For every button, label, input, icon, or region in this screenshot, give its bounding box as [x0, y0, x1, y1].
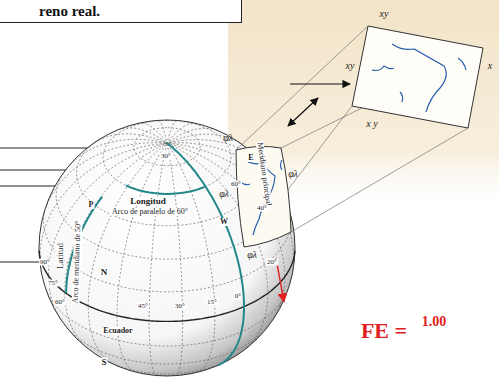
degree-mark: 15°	[206, 299, 218, 306]
meridian-line	[167, 143, 183, 376]
degree-mark: 75°	[47, 280, 59, 287]
prime-meridian	[167, 143, 244, 365]
globe-label: Ecuador	[102, 327, 133, 335]
direction-letter: W	[219, 218, 229, 226]
degree-mark: 60°	[230, 181, 242, 188]
meridian-line	[167, 143, 215, 372]
meridian-line	[65, 139, 167, 170]
degree-mark: 60°	[54, 299, 66, 306]
parallel-line	[77, 139, 258, 226]
meridian-line	[159, 120, 168, 143]
globe-label: Arco de meridiano de 50°	[72, 220, 83, 305]
parallel-line	[103, 121, 231, 194]
degree-mark: 90°	[39, 259, 51, 266]
box-text: reno real.	[39, 3, 100, 20]
globe	[39, 120, 295, 376]
plane-coordinate: xy	[380, 9, 389, 19]
globe-label: Meridiano principal	[255, 141, 272, 207]
sphere-coordinate: φλ	[247, 250, 257, 260]
degree-mark: 30°	[160, 153, 172, 160]
projection-line	[291, 128, 468, 232]
globe-label: Arco de paralelo de 60°	[111, 208, 189, 216]
parallel-arc	[126, 185, 205, 194]
degree-mark: 0°	[234, 293, 242, 300]
point-letter: P	[88, 201, 95, 209]
degree-mark: 45°	[137, 303, 149, 310]
degree-mark: 30°	[174, 303, 186, 310]
parallel-line	[106, 361, 227, 374]
direction-letter: E	[247, 154, 254, 162]
parchment-ground	[228, 0, 499, 215]
plane-coordinate: xy	[346, 61, 355, 71]
plane-coordinate: x	[488, 61, 492, 71]
globe-label: Latitud	[56, 242, 65, 270]
plane-map	[352, 26, 483, 128]
globe-grid	[39, 120, 295, 375]
plane-coordinate: x y	[366, 119, 377, 129]
direction-letter: S	[100, 358, 107, 367]
sphere-coordinate: φλ	[219, 189, 229, 199]
meridian-line	[167, 128, 217, 143]
meridian-line	[167, 123, 196, 143]
coastline	[372, 44, 466, 112]
meridian-line	[117, 143, 167, 372]
factor-value: 1.00	[422, 315, 447, 329]
factor-label: FE =	[361, 320, 407, 342]
degree-mark: 40°	[256, 205, 268, 212]
meridian-line	[88, 143, 167, 365]
direction-letter: N	[100, 268, 109, 277]
arrow	[290, 83, 350, 84]
parallel-line	[46, 290, 288, 346]
double-arrow	[288, 98, 318, 126]
projection-line	[236, 26, 368, 150]
globe-label: Longitud	[129, 197, 167, 206]
sphere-coordinate: φλ	[223, 133, 233, 143]
meridian-line	[43, 143, 167, 217]
sphere-coordinate: φλ	[288, 169, 298, 179]
text-box: reno real.	[0, 0, 242, 23]
meridian-line	[139, 123, 167, 143]
meridian-line	[149, 143, 167, 376]
meridian-line	[167, 121, 177, 144]
degree-mark: 20°	[266, 259, 278, 266]
meridian-line	[65, 143, 167, 348]
